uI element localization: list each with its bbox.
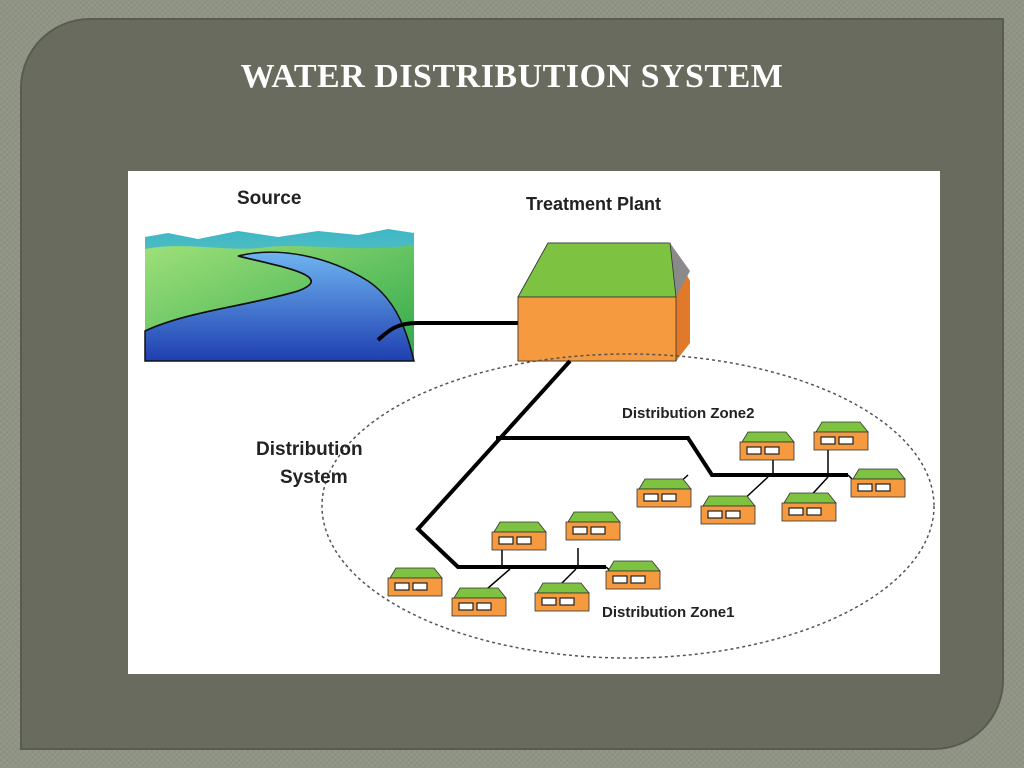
source-to-plant-pipe xyxy=(376,321,518,342)
treatment-plant-icon xyxy=(517,242,690,362)
distribution-area-boundary xyxy=(321,353,935,659)
house-icon xyxy=(739,431,795,461)
house-icon xyxy=(700,495,756,525)
house-icon xyxy=(491,521,547,551)
distribution-system-label-line1: Distribution xyxy=(256,439,363,460)
distribution-system-label-line2: System xyxy=(280,467,348,488)
zone1-houses xyxy=(387,511,661,617)
distribution-pipes xyxy=(402,359,861,596)
house-icon xyxy=(813,421,869,451)
house-icon xyxy=(850,468,906,498)
house-icon xyxy=(605,560,661,590)
water-distribution-diagram: Source Treatment Plant xyxy=(144,188,935,659)
slide-title: WATER DISTRIBUTION SYSTEM xyxy=(240,58,784,95)
house-icon xyxy=(636,478,692,508)
treatment-plant-label: Treatment Plant xyxy=(526,194,661,214)
house-icon xyxy=(781,492,837,522)
source-landscape-icon xyxy=(144,229,415,362)
diagram-panel: Source Treatment Plant xyxy=(128,171,940,674)
distribution-zone1-label: Distribution Zone1 xyxy=(602,604,735,621)
house-icon xyxy=(534,582,590,612)
house-icon xyxy=(451,587,507,617)
distribution-zone2-label: Distribution Zone2 xyxy=(622,405,755,422)
house-icon xyxy=(565,511,621,541)
house-icon xyxy=(387,567,443,597)
source-label: Source xyxy=(237,188,301,209)
